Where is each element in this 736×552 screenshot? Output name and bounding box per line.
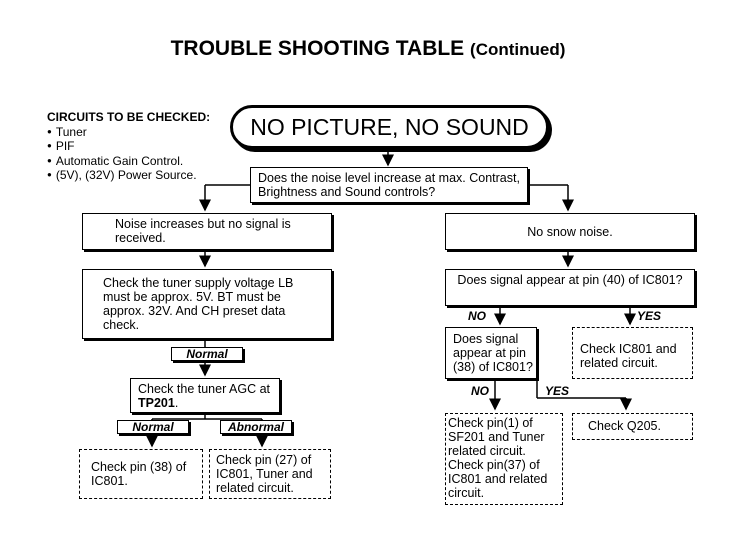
check-pin27-box: Check pin (27) of IC801, Tuner and relat… <box>209 449 331 499</box>
main-symptom: NO PICTURE, NO SOUND <box>230 105 549 149</box>
page-title: TROUBLE SHOOTING TABLE (Continued) <box>170 37 566 60</box>
circuit-item: (5V), (32V) Power Source. <box>47 168 210 183</box>
label-normal-agc: Normal <box>117 420 189 434</box>
title-suffix: (Continued) <box>470 40 566 59</box>
circuit-item: Tuner <box>47 125 210 140</box>
noise-no-signal-box: Noise increases but no signal is receive… <box>82 213 332 250</box>
check-q205-box: Check Q205. <box>572 413 693 440</box>
check-pin1-sf201-box: Check pin(1) of SF201 and Tuner related … <box>445 413 563 505</box>
check-pin38-ic801-box: Check pin (38) of IC801. <box>79 449 203 499</box>
check-tuner-voltage-box: Check the tuner supply voltage LB must b… <box>82 269 332 339</box>
no-snow-noise-box: No snow noise. <box>445 213 695 250</box>
label-abnormal: Abnormal <box>220 420 292 434</box>
circuits-to-check: CIRCUITS TO BE CHECKED: Tuner PIF Automa… <box>47 110 210 183</box>
agc-test-point: TP201 <box>138 396 175 410</box>
circuit-item: PIF <box>47 139 210 154</box>
circuits-heading: CIRCUITS TO BE CHECKED: <box>47 110 211 124</box>
circuit-item: Automatic Gain Control. <box>47 154 210 169</box>
label-yes-pin40: YES <box>637 309 662 323</box>
label-yes-pin38: YES <box>545 384 570 398</box>
label-no-pin38: NO <box>471 384 489 398</box>
question-pin38-box: Does signal appear at pin (38) of IC801? <box>445 327 537 379</box>
question-noise-level: Does the noise level increase at max. Co… <box>250 167 528 203</box>
agc-period: . <box>174 396 179 410</box>
check-ic801-related-box: Check IC801 and related circuit. <box>572 327 693 379</box>
question-pin40-box: Does signal appear at pin (40) of IC801? <box>445 269 695 306</box>
agc-text: Check the tuner AGC at <box>138 382 271 396</box>
label-normal: Normal <box>171 347 243 361</box>
label-no-pin40: NO <box>468 309 486 323</box>
